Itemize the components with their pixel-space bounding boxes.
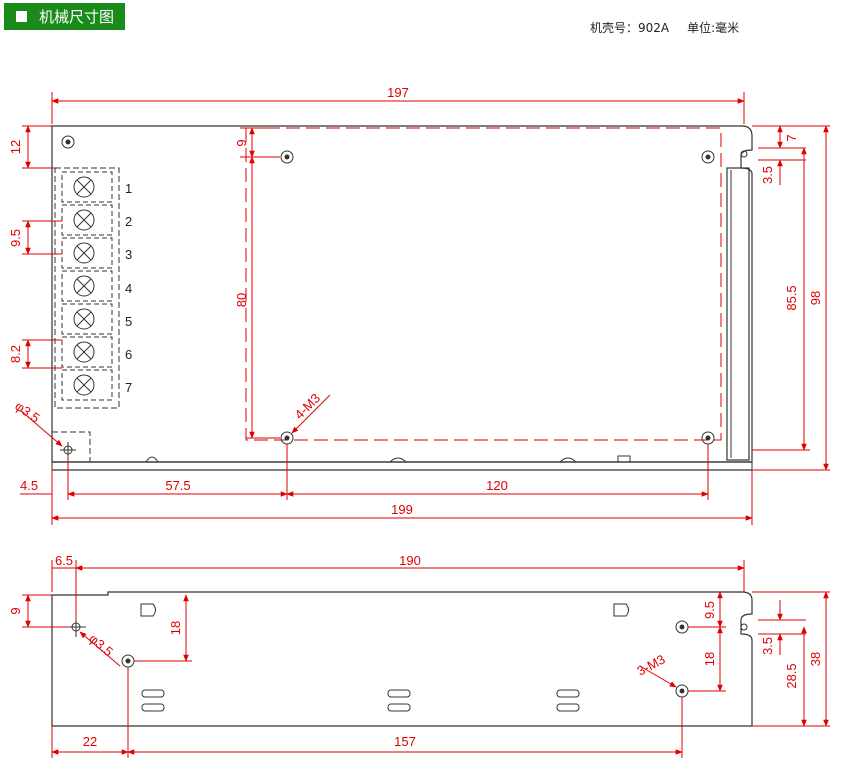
- terminal-block: [54, 167, 120, 409]
- dim-9: 9: [234, 139, 249, 146]
- terminal-number: 3: [125, 247, 132, 262]
- dim-85-5: 85.5: [784, 285, 799, 310]
- dim-3-5: 3.5: [760, 166, 775, 184]
- dim-98: 98: [808, 291, 823, 305]
- dim-38: 38: [808, 652, 823, 666]
- dim-side-18: 18: [168, 621, 183, 635]
- dim-120: 120: [486, 478, 508, 493]
- side-m3-holes: [121, 620, 689, 698]
- terminal-number: 7: [125, 380, 132, 395]
- dim-side-9-5: 9.5: [702, 601, 717, 619]
- dim-28-5: 28.5: [784, 663, 799, 688]
- dim-197: 197: [387, 85, 409, 100]
- terminal-number: 1: [125, 181, 132, 196]
- corner-hole-bottom-left: [60, 442, 76, 458]
- dim-80: 80: [234, 293, 249, 307]
- dim-6-5: 6.5: [55, 553, 73, 568]
- dim-side-3-5: 3.5: [760, 637, 775, 655]
- dim-157: 157: [394, 734, 416, 749]
- page-title: 机械尺寸图: [39, 8, 115, 26]
- side-hole-left: [66, 617, 86, 637]
- terminal-number: 4: [125, 281, 132, 296]
- dim-7: 7: [784, 134, 799, 141]
- spec-info: 机壳号：902A 单位:毫米: [590, 19, 757, 36]
- m3-holes: [280, 150, 715, 445]
- dim-side-9: 9: [8, 607, 23, 614]
- dim-4-5: 4.5: [20, 478, 38, 493]
- dim-side-hole-dia: φ3.5: [86, 631, 116, 660]
- terminal-number: 6: [125, 347, 132, 362]
- dim-57-5: 57.5: [165, 478, 190, 493]
- dim-hole-dia: φ3.5: [12, 398, 42, 425]
- top-view: 1 2 3 4 5 6 7: [8, 85, 830, 525]
- dim-190: 190: [399, 553, 421, 568]
- title-badge: 机械尺寸图: [4, 3, 125, 30]
- unit-label: 单位:毫米: [687, 21, 740, 35]
- corner-hole-top-left: [61, 135, 75, 149]
- side-view: 6.5 190 9 φ3.5 18 9.5 18 3-M3 3.5 28.5 3…: [8, 553, 830, 758]
- side-view-outline: [51, 591, 753, 727]
- dim-12: 12: [8, 140, 23, 154]
- top-view-outline: [51, 125, 753, 463]
- terminals: [61, 171, 113, 401]
- right-rail: [726, 167, 750, 461]
- dim-8-2: 8.2: [8, 345, 23, 363]
- terminal-number: 5: [125, 314, 132, 329]
- dim-9-5: 9.5: [8, 229, 23, 247]
- terminal-number: 2: [125, 214, 132, 229]
- case-model: 机壳号：902A: [590, 21, 670, 35]
- dim-side-right-18: 18: [702, 652, 717, 666]
- pcb-area-outline: [245, 127, 722, 441]
- square-icon: [16, 11, 27, 22]
- dim-22: 22: [83, 734, 97, 749]
- dim-3-m3: 3-M3: [634, 651, 667, 678]
- dim-199: 199: [391, 502, 413, 517]
